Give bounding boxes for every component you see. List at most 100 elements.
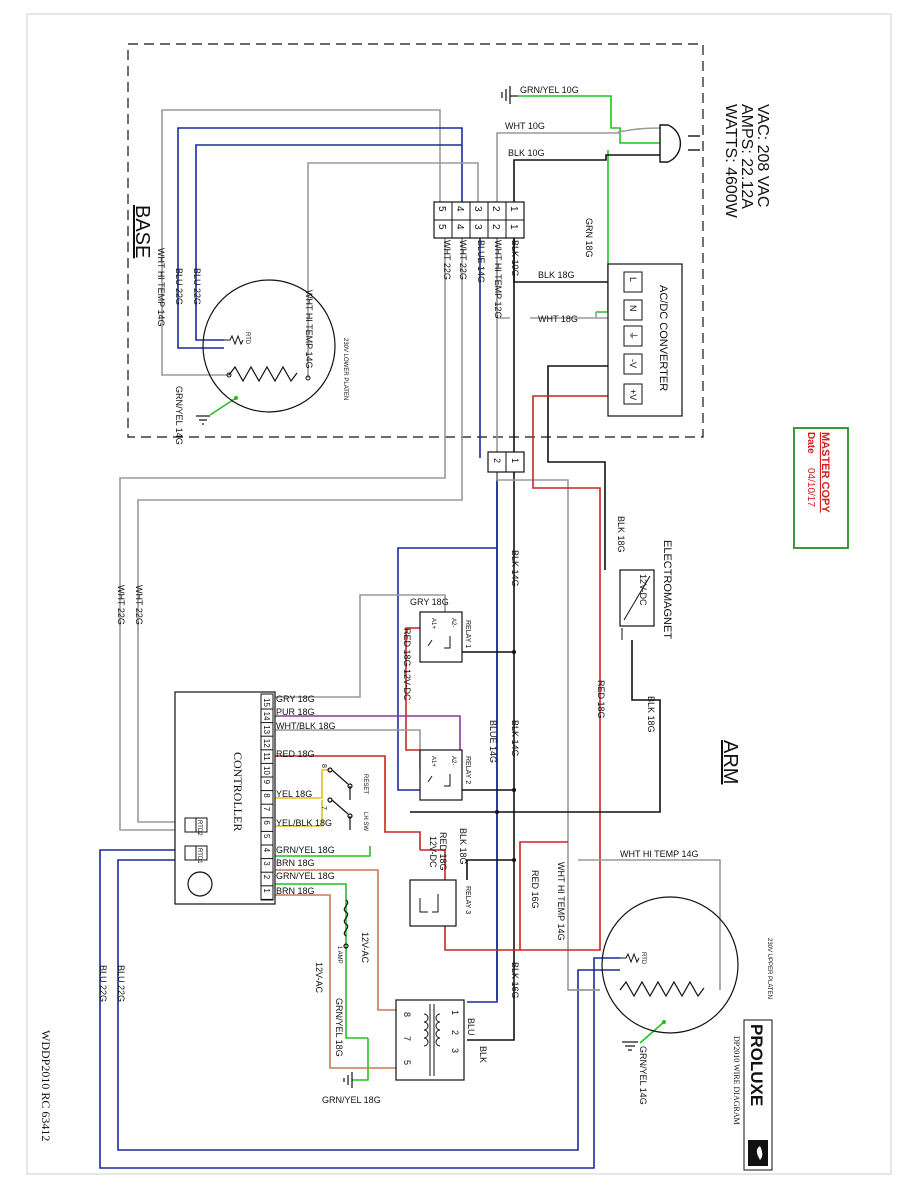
label-blk-16g: BLK 16G [510, 962, 520, 999]
watts-rating: WATTS: 4600W [722, 104, 739, 219]
converter-terminals: L N ⏚ -V +V [623, 271, 643, 405]
relay-1 [419, 611, 463, 663]
lh-sw-label: LH SW [362, 812, 368, 831]
label-wht-18g-conv: WHT 18G [538, 314, 578, 324]
controller-pin-11: 11 [262, 752, 271, 761]
relay1-pin-a1: A1+ [430, 618, 436, 629]
label-blk-10g: BLK 10G [508, 148, 545, 158]
lower-rtd-label: RTD [244, 332, 250, 345]
ground-symbol-top-icon [501, 86, 518, 104]
upper-platen-label: 230V UPPER PLATEN [766, 938, 772, 999]
controller-pin-2: 2 [262, 875, 271, 880]
label-blk-18g-r3: BLK 18G [458, 828, 468, 865]
base-terminal-3-bottom: 3 [472, 224, 483, 230]
wire-red-16g [444, 841, 568, 951]
converter-terminal-box [623, 325, 643, 347]
wire-blue-arm [397, 472, 498, 791]
wire-red-18g-r1r2 [405, 627, 420, 751]
label-red-18g-ctrl: RED 18G [276, 749, 315, 759]
base-enclosure [127, 43, 704, 438]
controller-pin-8: 8 [262, 793, 271, 798]
label-grn-yel-18g-ground: GRN/YEL 18G [322, 1095, 381, 1105]
controller-pin-5: 5 [262, 834, 271, 839]
fuse-label: 1 AMP [336, 946, 342, 964]
transformer-pin-2: 2 [450, 1030, 460, 1035]
label-grn-18g: GRN 18G [584, 218, 594, 258]
wire-blue-5 [177, 127, 463, 349]
brand-logo: PROLUXE [747, 1024, 766, 1106]
wire-blue-14g-arm [467, 548, 498, 1003]
label-wht-10g: WHT 10G [505, 121, 545, 131]
label-brn-18g-1: BRN 18G [276, 858, 315, 868]
controller-pin-1: 1 [262, 888, 271, 893]
ground-symbol-upper-icon [622, 1041, 638, 1051]
wire-yel-blk-18g [265, 800, 323, 827]
converter-label: AC/DC CONVERTER [657, 285, 669, 391]
wire-blk-14g [467, 472, 515, 1041]
base-terminal-3-top: 3 [472, 206, 483, 212]
switch-pin-7: 7 [320, 806, 327, 810]
label-wht-blk-18g: WHT/BLK 18G [276, 721, 336, 731]
label-pur-18g: PUR 18G [276, 707, 315, 717]
ground-symbol-bottom-icon [343, 1072, 353, 1088]
wire-blk-18g-arm [410, 640, 661, 813]
transformer-pin-1: 1 [450, 1010, 460, 1015]
document-id: WDDP2010 RC 63412 [39, 1030, 53, 1141]
rtd1-label: RTD1 [196, 848, 202, 864]
label-12vac-2: 12V-AC [314, 962, 324, 994]
wires [99, 95, 721, 1169]
wire-wht-22g-1 [119, 236, 446, 831]
lower-heater-icon [228, 365, 298, 383]
label-blk-18g-em: BLK 18G [616, 516, 626, 553]
vac-rating: VAC: 208 VAC [754, 104, 771, 207]
component-labels: ELECTROMAGNET 12V-DC CONTROLLER RELAY 1 … [196, 332, 772, 999]
label-blu-22g-a: BLU 22G [192, 268, 202, 305]
stamp-date-label: Date [805, 432, 816, 454]
label-blk-xfmr: BLK [478, 1046, 488, 1063]
label-blu-22g-b: BLU 22G [174, 268, 184, 305]
relay-pins: A1+ A2- A1+ A2- [430, 618, 456, 767]
wire-grn-ground [352, 1038, 369, 1081]
converter-terminal-3: ⏚ [628, 331, 638, 340]
base-terminal-1-bottom: 1 [508, 224, 519, 230]
base-terminal-5-top: 5 [436, 206, 447, 212]
label-blu-22g-arm2: BLU 22G [98, 965, 108, 1002]
base-terminal-2-bottom: 2 [490, 224, 501, 230]
label-gry-18g: GRY 18G [276, 694, 315, 704]
brand-block: PROLUXE DP2010 WIRE DIAGRAM [732, 1019, 773, 1171]
wire-wht-10g [496, 132, 619, 205]
label-wht-22g-arm2: WHT 22G [116, 585, 126, 625]
transformer-pin-7: 7 [402, 1036, 412, 1041]
label-blk-14g-mid: BLK 14G [510, 720, 520, 757]
converter-terminal-box [623, 383, 643, 405]
stamp-title: MASTER COPY [819, 432, 831, 513]
ground-symbol-lower-icon [196, 415, 210, 425]
switches [327, 767, 353, 830]
controller-label: CONTROLLER [231, 752, 245, 831]
transformer-pin-5: 5 [402, 1060, 412, 1065]
wire-red-ctrl [265, 755, 446, 880]
fuse-icon [343, 899, 349, 949]
converter-terminal-1: L [628, 277, 638, 282]
wire-wht-22g-2 [137, 236, 463, 823]
base-terminal-5-bottom: 5 [436, 224, 447, 230]
converter-terminal-box [623, 271, 643, 293]
relay3-label: RELAY 3 [464, 886, 471, 914]
label-yel-18g: YEL 18G [276, 789, 312, 799]
wire-blu-22g-2 [117, 859, 620, 1151]
controller-pin-13: 13 [262, 725, 271, 734]
wire-yel-18g [265, 769, 330, 799]
converter-terminal-4: -V [628, 359, 638, 368]
label-wht-hi-14g-base: WHT HI TEMP 14G [156, 248, 166, 327]
section-base: BASE [131, 205, 153, 258]
lower-platen-label: 230V LOWER PLATEN [342, 338, 348, 400]
converter-terminal-5: +V [628, 389, 638, 400]
converter-terminal-2: N [628, 305, 638, 312]
label-red-18g-arm: RED 18G [596, 680, 606, 719]
relay1-pin-a2: A2- [450, 618, 456, 627]
lower-rtd-icon [224, 334, 244, 346]
